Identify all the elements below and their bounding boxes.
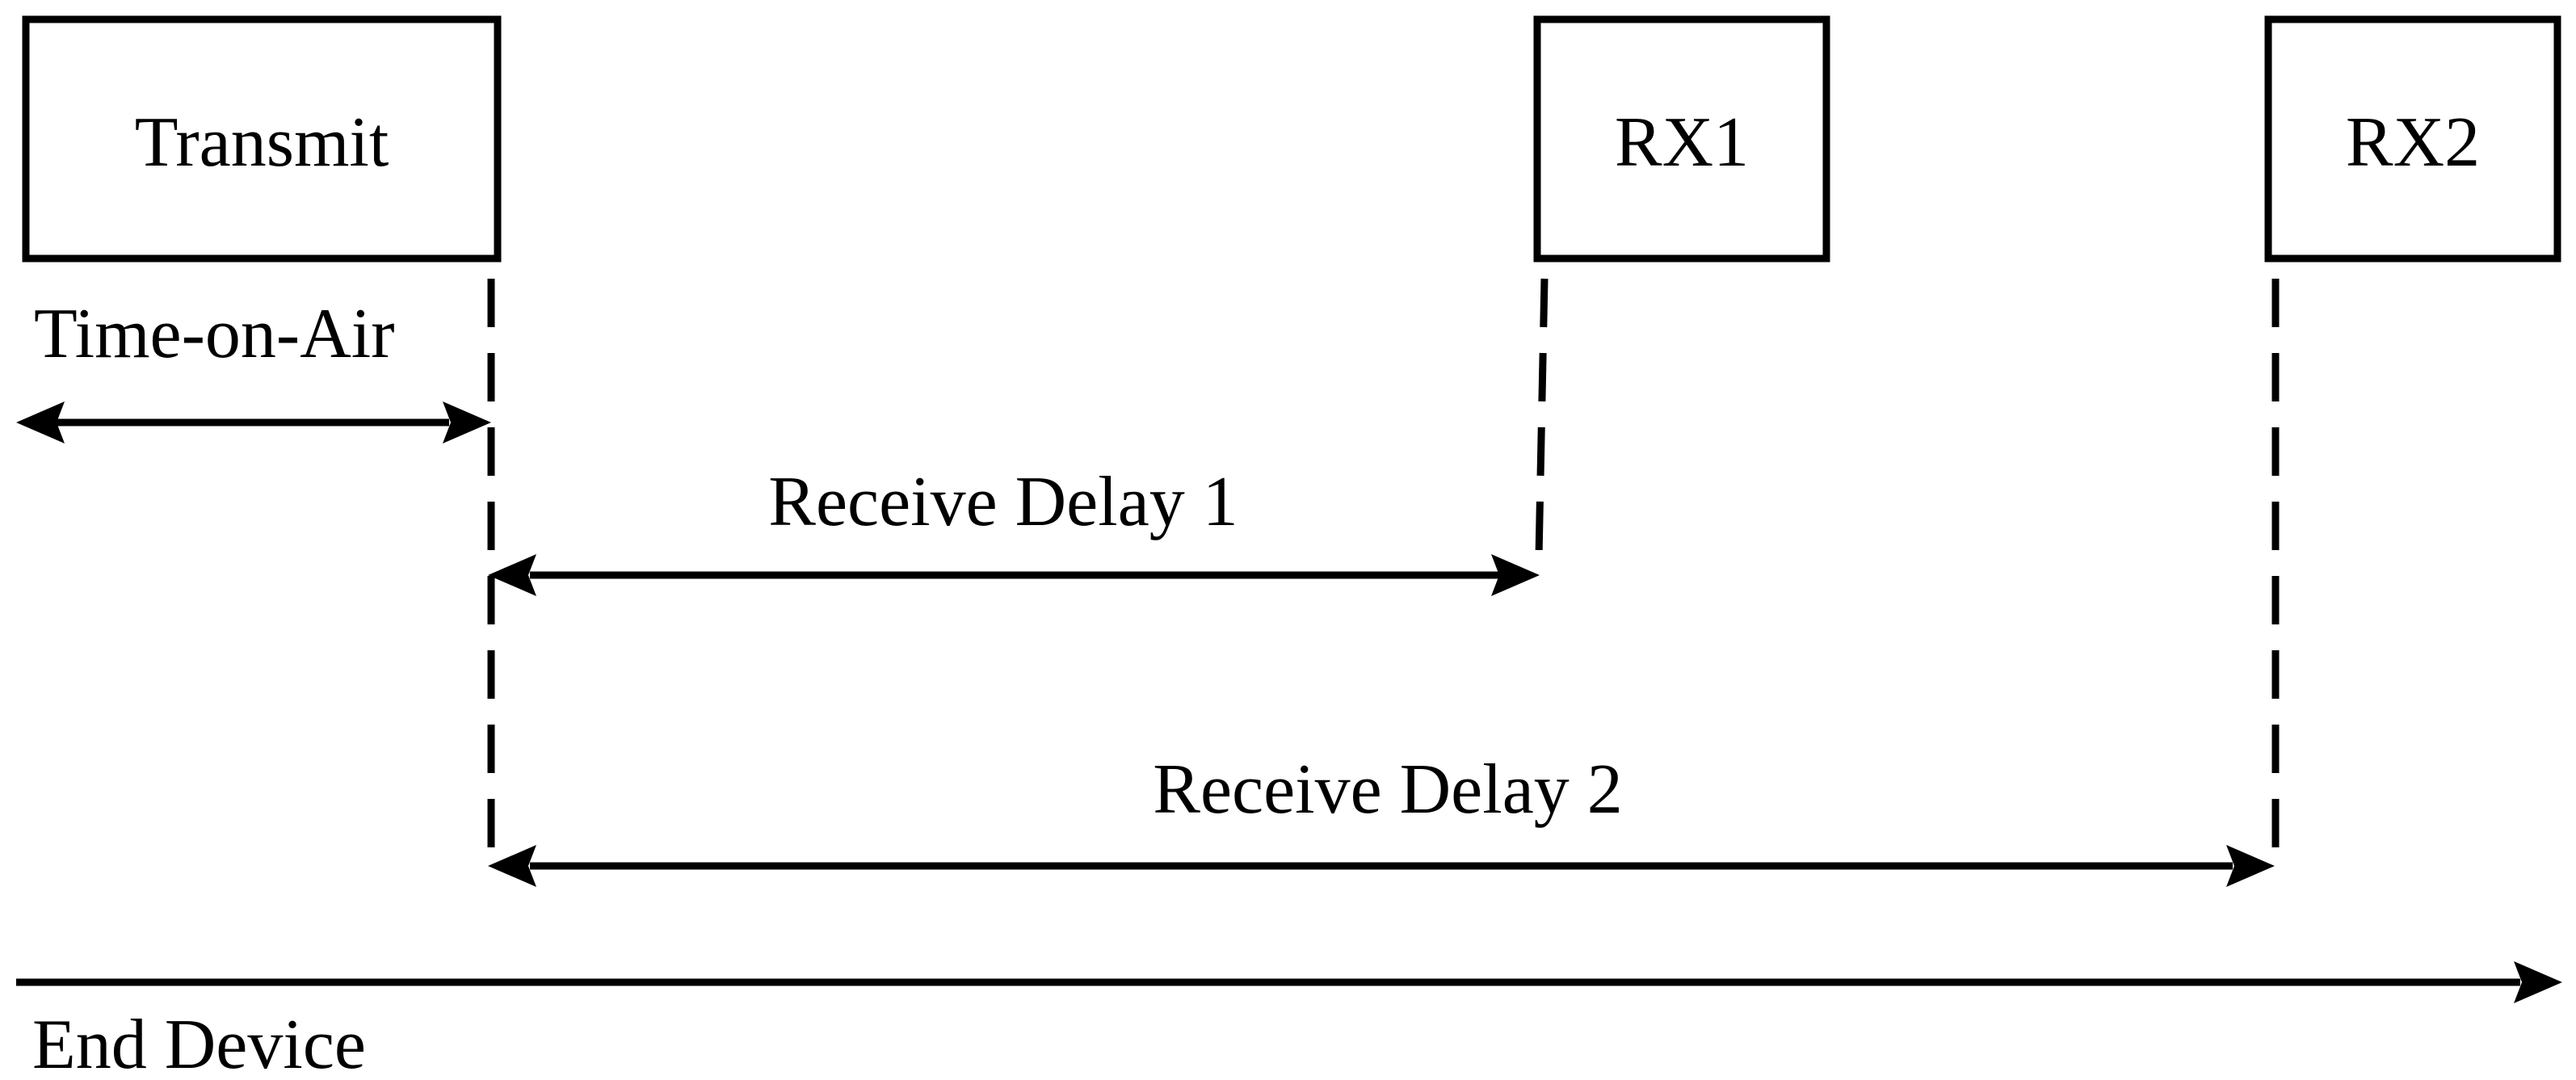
receive-delay-2-arrow-right-head <box>2226 845 2275 887</box>
receive-delay-1-arrow <box>488 554 1540 596</box>
receive-delay-1-arrow-left-head <box>488 554 536 596</box>
receive-delay-2-label: Receive Delay 2 <box>1153 750 1623 829</box>
receive-delay-1-label: Receive Delay 1 <box>768 463 1238 541</box>
timeline-arrow-head <box>2514 961 2562 1003</box>
rx2-label: RX2 <box>2346 103 2480 182</box>
receive-delay-1-arrow-right-head <box>1491 554 1540 596</box>
time-on-air-label: Time-on-Air <box>34 295 395 373</box>
time-on-air-arrow-left-head <box>16 401 65 443</box>
time-on-air-arrow-right-head <box>443 401 491 443</box>
transmit-box: Transmit <box>22 15 502 263</box>
end-device-timeline-arrow <box>16 961 2562 1003</box>
rx2-box: RX2 <box>2264 15 2561 263</box>
rx1-start-dashed-line <box>1535 278 1549 558</box>
time-on-air-arrow <box>16 401 491 443</box>
receive-delay-2-arrow <box>488 845 2275 887</box>
rx1-box: RX1 <box>1533 15 1830 263</box>
receive-delay-2-arrow-left-head <box>488 845 536 887</box>
rx1-label: RX1 <box>1615 103 1749 182</box>
transmit-label: Transmit <box>135 103 389 182</box>
end-device-label: End Device <box>32 1006 366 1080</box>
